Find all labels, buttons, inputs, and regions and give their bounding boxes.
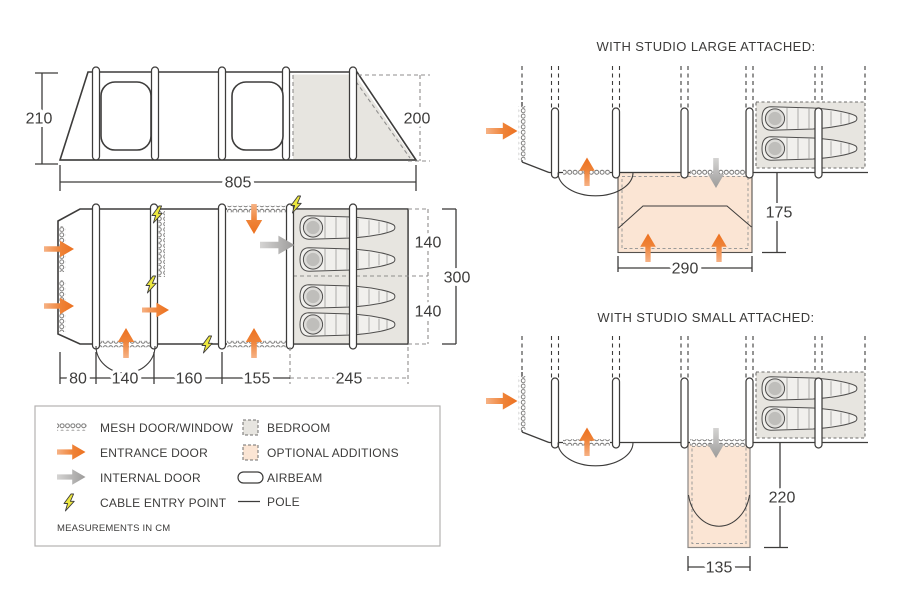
airbeam <box>611 107 621 179</box>
door-swing-arc <box>557 172 634 197</box>
studio-large-airbeams <box>550 107 823 179</box>
legend-optional-label: OPTIONAL ADDITIONS <box>267 446 399 460</box>
airbeam <box>814 377 823 449</box>
airbeam <box>150 66 160 161</box>
bedroom-slope-dashed-line <box>351 75 411 159</box>
studio-large-title: WITH STUDIO LARGE ATTACHED: <box>596 39 815 54</box>
dim-studio-large-width: 290 <box>617 256 753 281</box>
legend-cable-label: CABLE ENTRY POINT <box>100 496 227 510</box>
dim-label-135: 135 <box>706 560 733 577</box>
airbeam <box>611 377 621 449</box>
entrance-door-arrow <box>486 392 518 410</box>
side-door-window <box>231 81 284 151</box>
airbeam <box>217 203 227 350</box>
airbeam <box>348 203 358 350</box>
legend-entrance-label: ENTRANCE DOOR <box>100 446 208 460</box>
studio-large-view: WITH STUDIO LARGE ATTACHED: <box>486 39 868 281</box>
studio-small-airbeams <box>550 377 823 449</box>
airbeam <box>745 377 754 449</box>
tent-corner-bevel <box>521 431 550 444</box>
mesh-panel-icon <box>57 423 87 431</box>
legend-box <box>34 405 441 547</box>
legend-airbeam-label: AIRBEAM <box>267 471 322 485</box>
airbeam <box>217 66 227 161</box>
bedroom-swatch <box>242 419 259 436</box>
dim-label-175: 175 <box>766 205 793 222</box>
dim-label-300: 300 <box>444 270 471 287</box>
airbeam <box>91 66 101 161</box>
dim-sections: 80 140 160 155 245 <box>59 347 409 391</box>
mesh-panel <box>518 376 526 430</box>
dim-label-140-top: 140 <box>415 235 442 252</box>
dim-label-220: 220 <box>769 490 796 507</box>
dim-studio-large-depth: 175 <box>762 172 796 254</box>
floorplan-view: 140 140 300 80 140 160 155 245 <box>44 195 474 391</box>
airbeam <box>680 107 689 179</box>
side-elevation-view: 210 200 805 <box>22 66 434 195</box>
studio-small-area <box>687 441 751 549</box>
dim-rear-height: 200 <box>358 74 434 162</box>
airbeam <box>550 377 560 449</box>
entrance-door-arrow <box>486 122 518 140</box>
airbeam <box>550 107 560 179</box>
airbeam <box>285 203 295 350</box>
studio-small-dashed-border <box>691 446 747 544</box>
legend-pole-label: POLE <box>267 495 300 509</box>
studio-small-title: WITH STUDIO SMALL ATTACHED: <box>597 310 814 325</box>
airbeam <box>348 66 358 161</box>
mesh-panel <box>518 106 526 160</box>
tent-corner-bevel <box>521 161 550 174</box>
side-door-window <box>100 81 152 151</box>
airbeam-icon <box>237 471 264 484</box>
dim-front-height: 210 <box>22 72 58 165</box>
dim-label-140-bottom: 140 <box>415 304 442 321</box>
legend-mesh-label: MESH DOOR/WINDOW <box>100 421 234 435</box>
cutaway-dashed-beams <box>521 336 866 378</box>
dim-length: 805 <box>59 165 417 195</box>
dim-label-80: 80 <box>69 371 87 388</box>
dim-studio-small-depth: 220 <box>764 442 799 549</box>
airbeam <box>91 203 101 350</box>
dim-bedroom-widths: 140 140 300 <box>408 208 474 345</box>
dim-label-210: 210 <box>26 111 53 128</box>
dim-label-140: 140 <box>112 371 139 388</box>
dim-label-160: 160 <box>176 371 203 388</box>
door-swing-arc <box>688 494 750 527</box>
airbeam <box>680 377 689 449</box>
dim-studio-small-width: 135 <box>687 556 751 580</box>
legend-bedroom-label: BEDROOM <box>267 421 330 435</box>
legend-note: MEASUREMENTS IN CM <box>57 523 170 534</box>
dim-label-245: 245 <box>336 371 363 388</box>
door-swing-arc <box>95 345 156 374</box>
dim-label-805: 805 <box>225 175 252 192</box>
studio-large-area <box>617 171 753 254</box>
studio-small-view: WITH STUDIO SMALL ATTACHED: <box>486 310 868 580</box>
legend-internal-label: INTERNAL DOOR <box>100 471 201 485</box>
airbeam <box>745 107 754 179</box>
door-swing-arc <box>557 442 634 467</box>
optional-additions-swatch <box>242 444 259 461</box>
dim-label-155: 155 <box>244 371 271 388</box>
legend: MESH DOOR/WINDOW ENTRANCE DOOR INTERNAL … <box>34 405 441 547</box>
cutaway-dashed-beams <box>521 66 866 108</box>
studio-canopy-line <box>618 205 752 229</box>
dim-label-200: 200 <box>404 111 431 128</box>
airbeam <box>814 107 823 179</box>
mesh-panel <box>158 211 165 277</box>
dim-label-290: 290 <box>672 261 699 278</box>
